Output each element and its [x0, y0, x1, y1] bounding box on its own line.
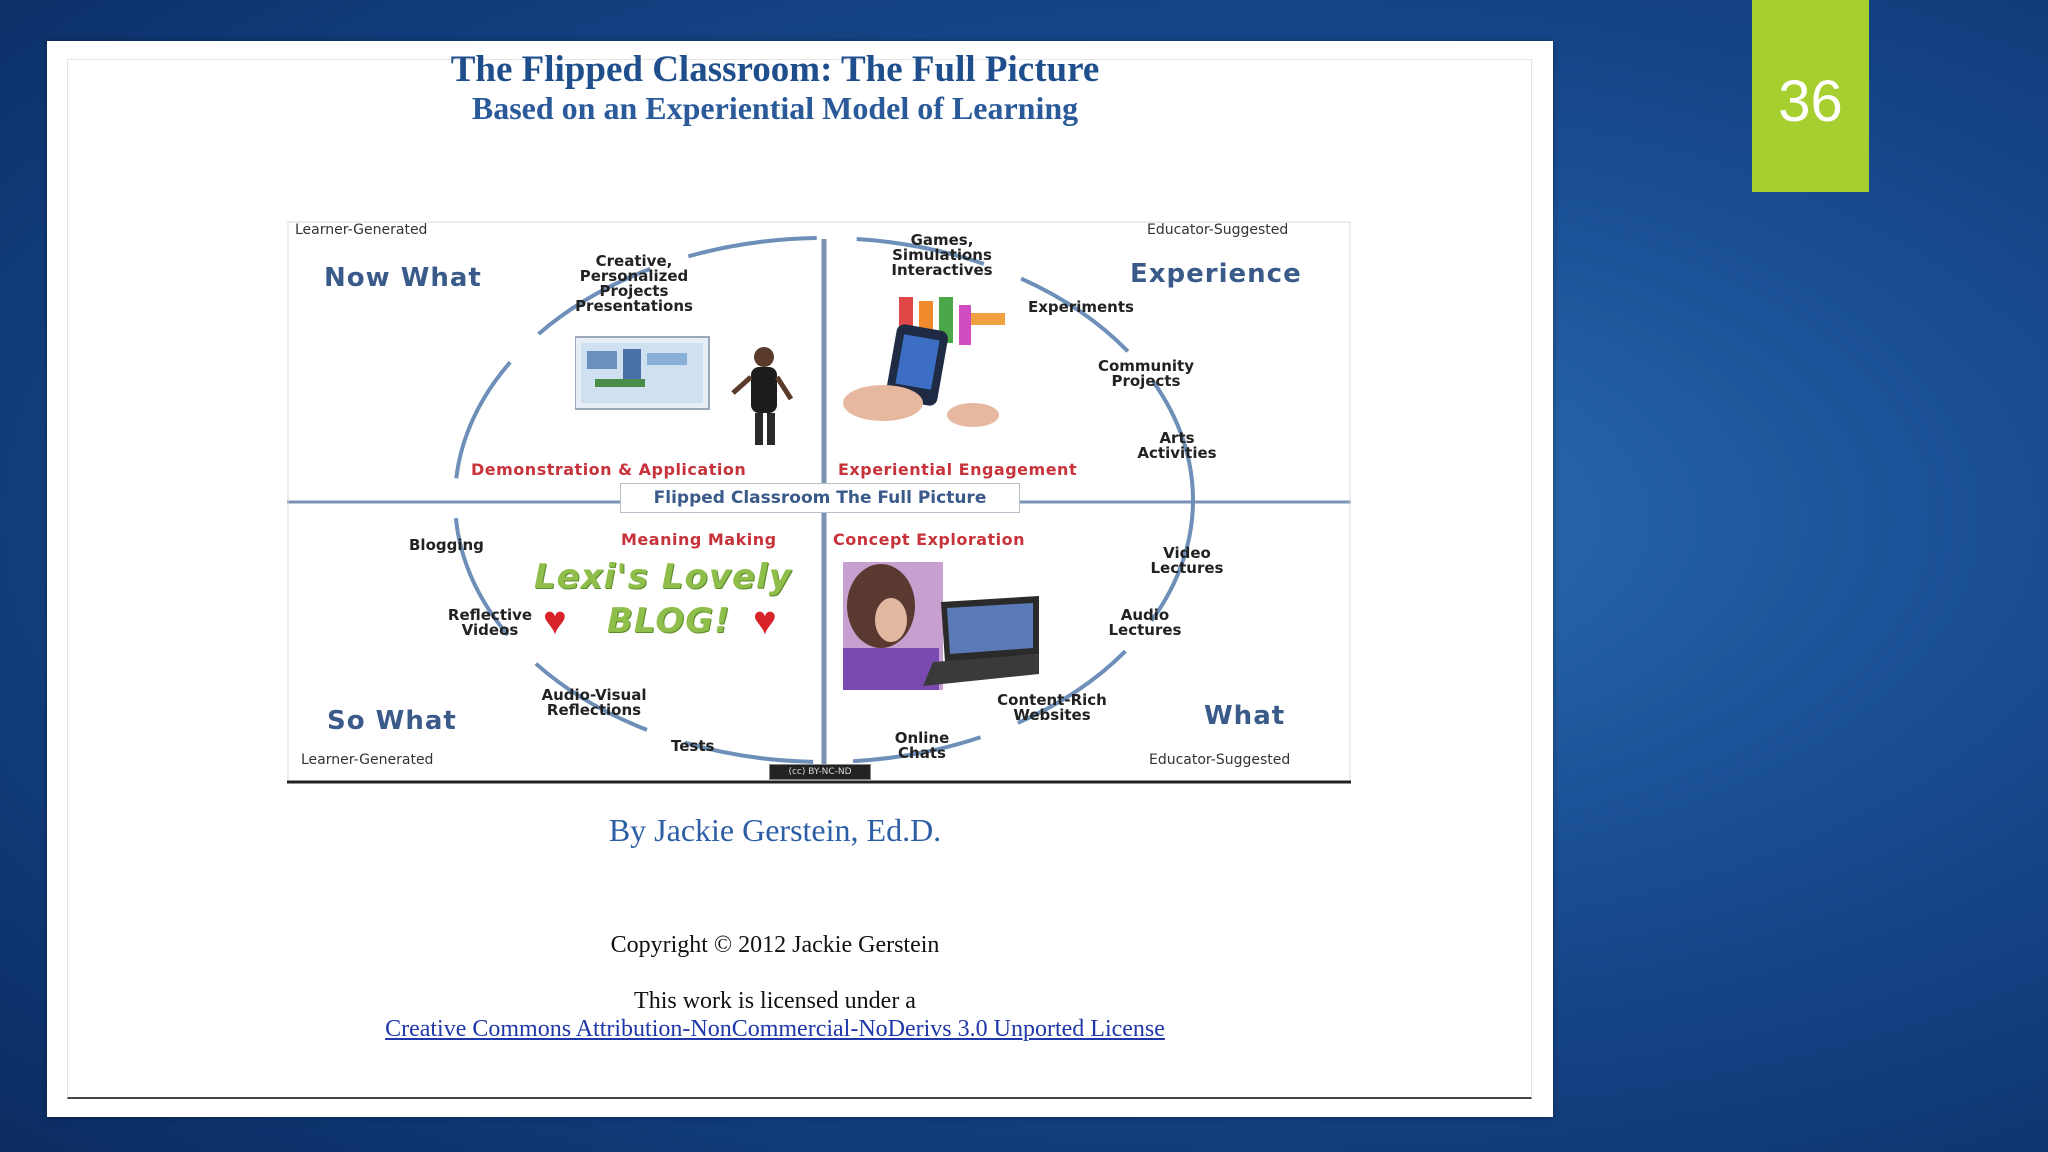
slide-subtitle: Based on an Experiential Model of Learni… — [471, 90, 1079, 126]
item-online-chats: Online Chats — [894, 729, 950, 762]
phase-concept-exploration: Concept Exploration — [833, 530, 1026, 549]
phase-meaning-making: Meaning Making — [621, 530, 777, 549]
phase-experiential-engagement: Experiential Engagement — [838, 460, 1078, 479]
slide-title: The Flipped Classroom: The Full Picture — [450, 49, 1100, 90]
item-games-simulations: Games, Simulations Interactives — [891, 231, 993, 279]
quadrant-now-what: Now What — [324, 263, 482, 293]
center-label: Flipped Classroom The Full Picture — [620, 483, 1020, 513]
item-community-projects: Community Projects — [1097, 357, 1195, 390]
card-border — [67, 59, 1532, 1099]
heart-icon-right: ♥ — [753, 599, 777, 643]
corner-label-bottom-right: Educator-Suggested — [1149, 752, 1291, 768]
item-creative-projects: Creative, Personalized Projects Presenta… — [575, 252, 693, 315]
license-link[interactable]: Creative Commons Attribution-NonCommerci… — [385, 1016, 1165, 1042]
corner-label-top-right: Educator-Suggested — [1147, 222, 1289, 238]
item-video-lectures: Video Lectures — [1150, 544, 1224, 577]
quadrant-what: What — [1204, 701, 1286, 731]
item-experiments: Experiments — [1028, 298, 1134, 316]
cycle-circle — [453, 236, 1195, 764]
heart-icon-left: ♥ — [543, 599, 567, 643]
item-reflective-videos: Reflective Videos — [447, 606, 533, 639]
phase-demonstration-application: Demonstration & Application — [471, 460, 747, 479]
laptop-photo — [843, 562, 1043, 690]
item-blogging: Blogging — [409, 536, 484, 554]
item-tests: Tests — [671, 737, 715, 755]
item-arts-activities: Arts Activities — [1137, 429, 1217, 462]
slide-number: 36 — [1752, 0, 1869, 192]
phone-game-photo — [843, 297, 1043, 427]
corner-label-bottom-left: Learner-Generated — [301, 752, 434, 768]
author-byline: By Jackie Gerstein, Ed.D. — [608, 812, 942, 848]
item-audio-visual-reflections: Audio-Visual Reflections — [541, 686, 647, 719]
flipped-classroom-diagram: Learner-Generated Educator-Suggested Lea… — [287, 221, 1351, 784]
item-audio-lectures: Audio Lectures — [1108, 606, 1182, 639]
corner-label-top-left: Learner-Generated — [295, 222, 428, 238]
blog-title-line2: BLOG! — [607, 601, 731, 641]
copyright-notice: Copyright © 2012 Jackie Gerstein — [610, 932, 940, 958]
quadrant-experience: Experience — [1130, 259, 1302, 289]
blog-title-line1: Lexi's Lovely — [534, 557, 792, 597]
creative-commons-badge: (cc) BY-NC-ND — [769, 764, 871, 780]
presentation-photo — [575, 333, 801, 453]
license-text: This work is licensed under a — [634, 988, 916, 1014]
item-content-rich-websites: Content-Rich Websites — [997, 691, 1107, 724]
quadrant-so-what: So What — [327, 706, 457, 736]
